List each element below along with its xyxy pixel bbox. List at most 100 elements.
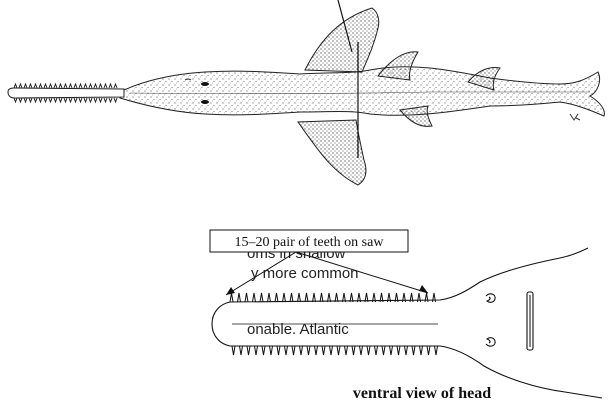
- saw-tooth: [29, 84, 32, 88]
- saw-tooth: [360, 346, 363, 355]
- saw-tooth: [290, 293, 293, 302]
- saw-tooth: [99, 84, 102, 88]
- saw-tooth: [79, 84, 82, 88]
- saw-tooth: [39, 98, 42, 102]
- saw-tooth: [19, 98, 22, 102]
- saw-tooth: [245, 293, 248, 302]
- saw-tooth: [44, 98, 47, 102]
- saw-tooth: [390, 346, 393, 355]
- saw-tooth: [238, 293, 241, 302]
- saw-tooth: [275, 293, 278, 302]
- saw-tooth: [84, 98, 87, 102]
- saw-tooth: [14, 98, 17, 102]
- saw-tooth: [69, 98, 72, 102]
- saw-tooth: [420, 346, 423, 355]
- saw-tooth: [298, 293, 301, 302]
- saw-tooth: [99, 98, 102, 102]
- saw-tooth: [292, 346, 295, 355]
- text-fragment-2: y more common: [251, 265, 359, 282]
- saw-tooth: [24, 98, 27, 102]
- saw-tooth: [114, 84, 117, 88]
- saw-tooth: [315, 346, 318, 355]
- callout-label: 15–20 pair of teeth on saw: [235, 235, 385, 250]
- figure-caption: ventral view of head: [353, 385, 491, 402]
- saw-tooth: [232, 346, 235, 355]
- saw-tooth: [382, 346, 385, 355]
- saw-tooth: [240, 346, 243, 355]
- saw-tooth: [337, 346, 340, 355]
- saw-tooth: [79, 98, 82, 102]
- pelvic-fin: [400, 106, 432, 126]
- saw-tooth: [69, 84, 72, 88]
- saw-tooth: [352, 346, 355, 355]
- saw-tooth: [375, 346, 378, 355]
- saw-tooth: [109, 98, 112, 102]
- saw-tooth: [260, 293, 263, 302]
- saw-tooth: [247, 346, 250, 355]
- saw-tooth: [397, 346, 400, 355]
- saw-tooth: [109, 84, 112, 88]
- saw-tooth: [283, 293, 286, 302]
- saw-tooth: [89, 98, 92, 102]
- arrowhead-left: [226, 287, 235, 295]
- saw-tooth: [74, 98, 77, 102]
- saw-tooth: [262, 346, 265, 355]
- saw-tooth: [39, 84, 42, 88]
- saw-tooth: [412, 346, 415, 355]
- saw-tooth: [54, 98, 57, 102]
- rostrum-tip: [212, 302, 230, 346]
- eye-upper: [201, 82, 209, 86]
- saw-tooth: [268, 293, 271, 302]
- nostril-lower: [486, 338, 495, 346]
- saw-tooth: [345, 346, 348, 355]
- saw-tooth: [44, 84, 47, 88]
- saw-tooth: [277, 346, 280, 355]
- saw-tooth: [435, 346, 438, 355]
- saw-tooth: [84, 84, 87, 88]
- saw-tooth: [305, 293, 308, 302]
- saw-tooth: [74, 84, 77, 88]
- saw-tooth: [114, 98, 117, 102]
- pectoral-fin-lower: [298, 120, 366, 185]
- saw-tooth: [330, 346, 333, 355]
- saw-tooth: [367, 346, 370, 355]
- saw-tooth: [89, 84, 92, 88]
- ventral-teeth-bottom: [232, 346, 438, 355]
- text-fragment-3: onable. Atlantic: [247, 321, 349, 338]
- saw-tooth: [19, 84, 22, 88]
- nostril-upper: [486, 294, 495, 302]
- saw-tooth: [64, 98, 67, 102]
- rostrum: [8, 88, 124, 98]
- saw-tooth: [59, 98, 62, 102]
- saw-tooth: [64, 84, 67, 88]
- body: [120, 67, 604, 116]
- saw-tooth: [94, 84, 97, 88]
- saw-tooth: [14, 84, 17, 88]
- saw-tooth: [322, 346, 325, 355]
- arrowhead-right: [419, 285, 428, 293]
- saw-tooth: [49, 98, 52, 102]
- saw-tooth: [94, 98, 97, 102]
- saw-tooth: [300, 346, 303, 355]
- saw-tooth: [433, 293, 436, 302]
- saw-tooth: [59, 84, 62, 88]
- saw-tooth: [104, 84, 107, 88]
- saw-tooth: [405, 346, 408, 355]
- saw-tooth: [270, 346, 273, 355]
- saw-tooth: [49, 84, 52, 88]
- artist-mark: [570, 114, 580, 120]
- saw-tooth: [34, 84, 37, 88]
- pectoral-fin-upper: [305, 8, 379, 72]
- saw-tooth: [104, 98, 107, 102]
- saw-tooth: [24, 84, 27, 88]
- saw-tooth: [285, 346, 288, 355]
- saw-tooth: [34, 98, 37, 102]
- saw-tooth: [427, 346, 430, 355]
- saw-tooth: [253, 293, 256, 302]
- saw-tooth: [307, 346, 310, 355]
- saw-tooth: [230, 293, 233, 302]
- saw-tooth: [54, 84, 57, 88]
- eye-lower: [201, 100, 209, 104]
- saw-tooth: [255, 346, 258, 355]
